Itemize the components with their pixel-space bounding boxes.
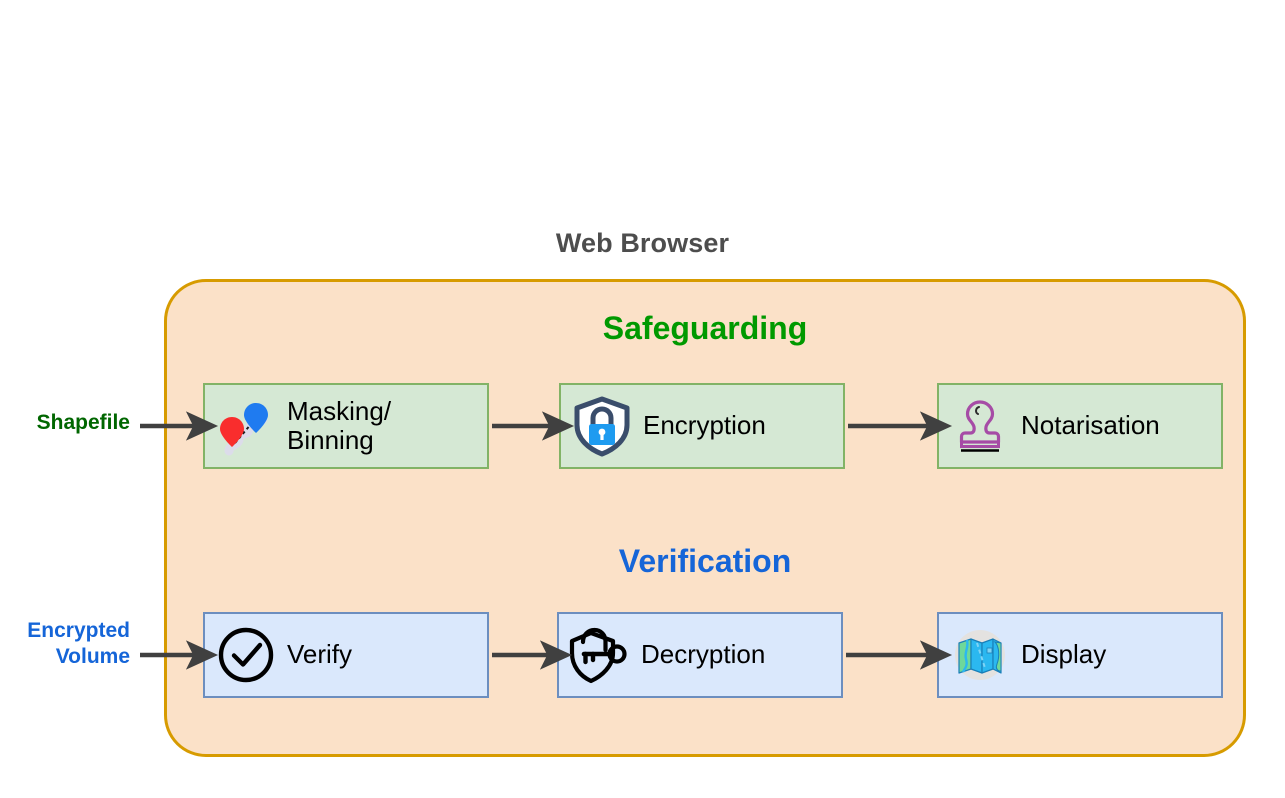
page-title: Web Browser <box>555 228 730 258</box>
process-label-display: Display <box>1021 639 1107 670</box>
process-label-masking-binning: Masking/ Binning <box>287 395 392 455</box>
process-label-verify: Verify <box>287 639 353 670</box>
process-label-decryption: Decryption <box>641 639 766 670</box>
input-label-shapefile: Shapefile <box>36 411 130 434</box>
check-circle-icon <box>215 624 277 686</box>
process-box-decryption[interactable]: Decryption <box>557 612 843 698</box>
process-label-notarisation: Notarisation <box>1021 410 1160 441</box>
process-box-notarisation[interactable]: Notarisation <box>937 383 1223 469</box>
folded-map-icon <box>949 624 1011 686</box>
process-box-verify[interactable]: Verify <box>203 612 489 698</box>
section-heading-verification: Verification <box>618 543 792 579</box>
process-label-encryption: Encryption <box>643 410 766 441</box>
shield-key-icon <box>569 624 631 686</box>
map-pins-icon <box>215 395 277 457</box>
process-box-masking-binning[interactable]: Masking/ Binning <box>203 383 489 469</box>
section-heading-safeguarding: Safeguarding <box>602 310 808 346</box>
process-box-display[interactable]: Display <box>937 612 1223 698</box>
process-box-encryption[interactable]: Encryption <box>559 383 845 469</box>
shield-lock-icon <box>571 395 633 457</box>
rubber-stamp-icon <box>949 395 1011 457</box>
input-label-encrypted-volume: Encrypted Volume <box>27 619 130 669</box>
